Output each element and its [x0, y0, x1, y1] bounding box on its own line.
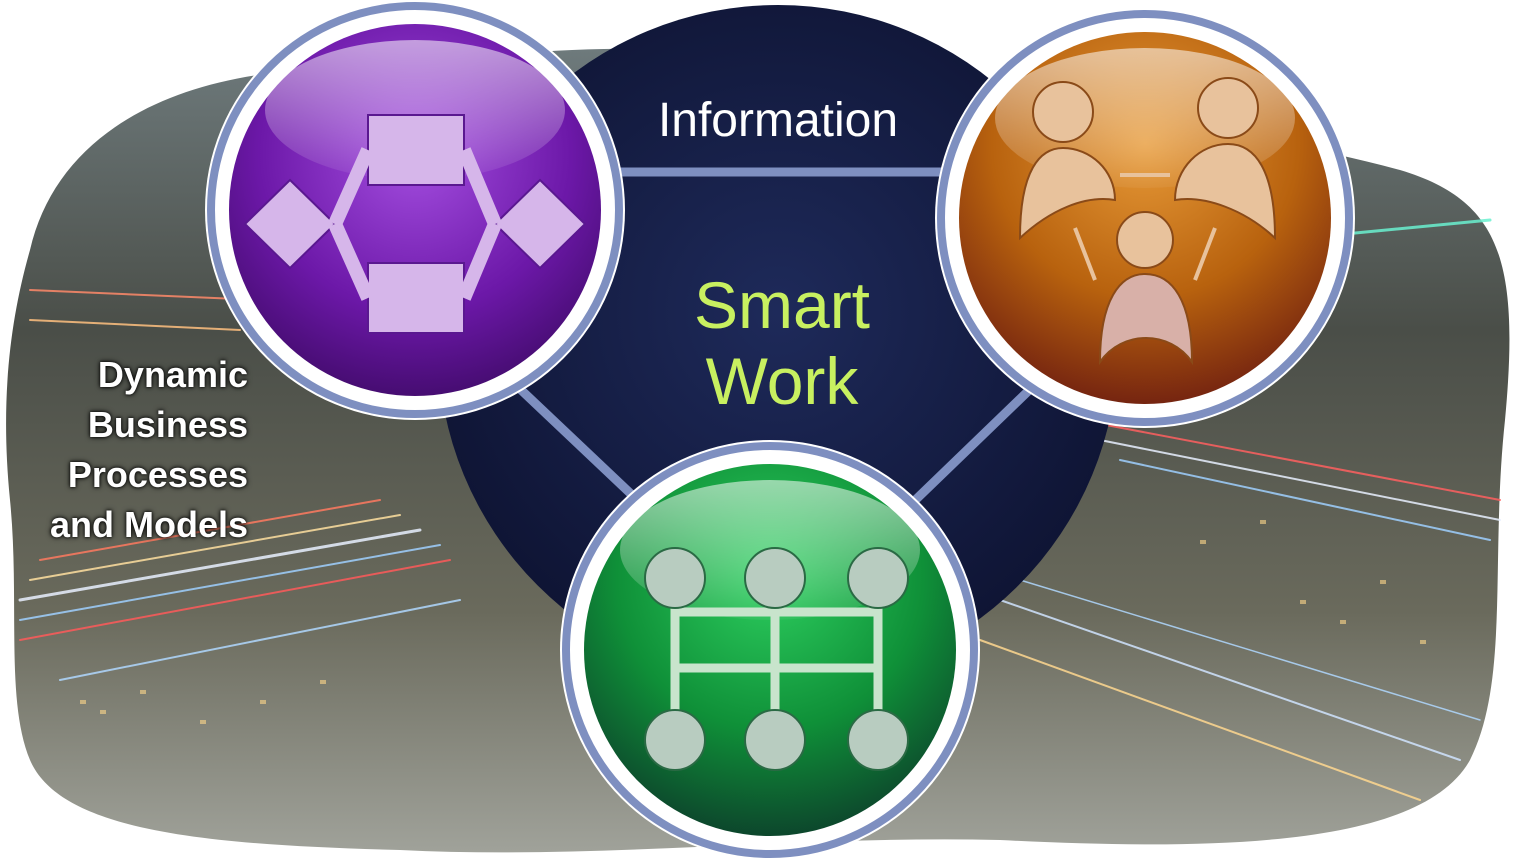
network-hierarchy-node	[560, 440, 980, 860]
process-flow-icon	[243, 114, 587, 334]
people-collaboration-node	[935, 8, 1355, 428]
network-hierarchy-icon	[644, 547, 909, 771]
smart-work-title-line1: Smart	[694, 268, 870, 342]
label-line-1: Dynamic	[97, 354, 248, 395]
label-line-3: Processes	[67, 454, 248, 495]
process-flow-node	[205, 0, 625, 420]
dynamic-business-processes-label: Dynamic Business Processes and Models	[10, 350, 248, 550]
label-line-4: and Models	[49, 504, 248, 545]
information-label: Information	[658, 94, 898, 147]
connector-lines	[496, 167, 1054, 514]
people-collaboration-icon	[1018, 77, 1277, 366]
label-line-2: Business	[87, 404, 248, 445]
smart-work-title-line2: Work	[706, 344, 860, 418]
